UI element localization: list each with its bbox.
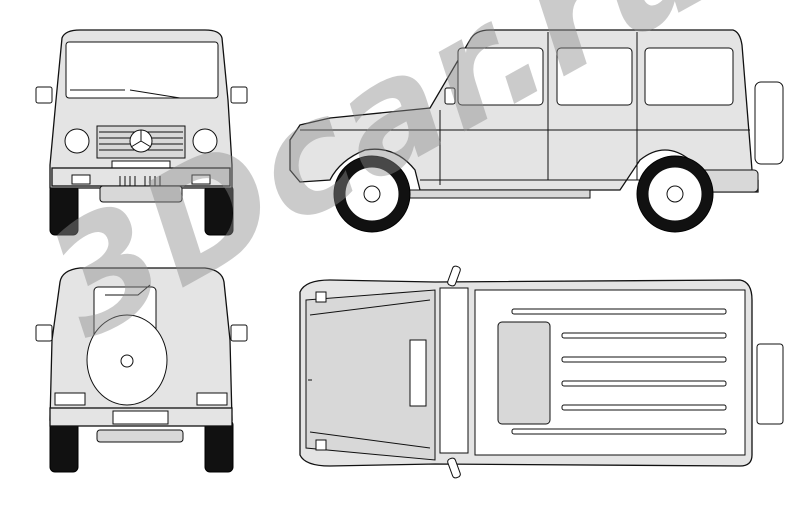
front-right-tire <box>204 184 234 236</box>
front-view <box>35 29 248 236</box>
rear-view <box>35 267 248 473</box>
side-view <box>289 29 784 233</box>
top-view <box>299 265 784 479</box>
front-left-tire <box>49 184 79 236</box>
